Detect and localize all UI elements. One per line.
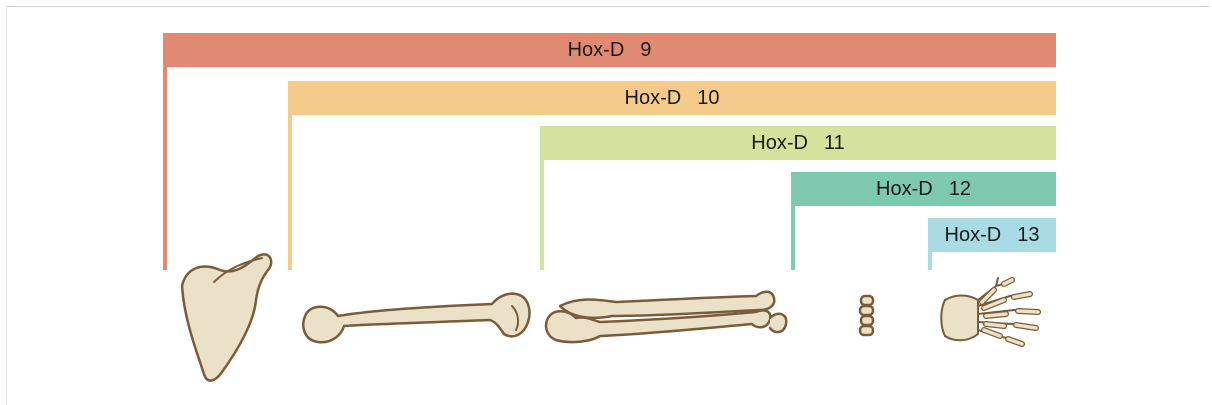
carpal-bones: [860, 296, 873, 335]
radius-ulna-bones: [546, 292, 786, 342]
scapula-bone: [182, 254, 271, 380]
humerus-bone: [303, 294, 529, 343]
hand-digit-bones: [941, 278, 1040, 344]
